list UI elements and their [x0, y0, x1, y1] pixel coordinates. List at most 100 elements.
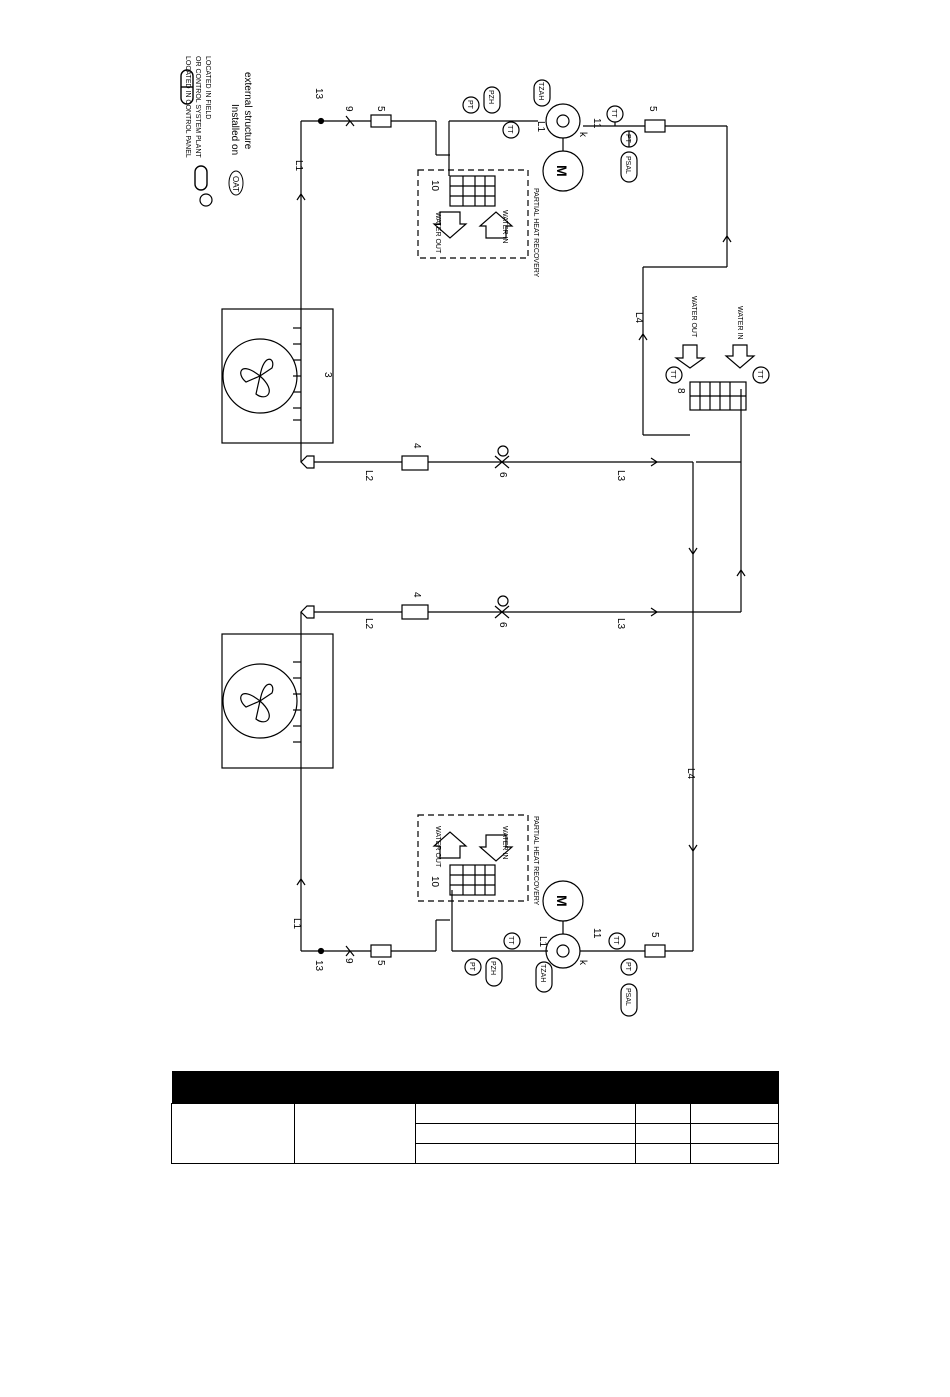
heat-recovery-box-2: [417, 814, 529, 902]
legend-symbol-field: [199, 193, 213, 207]
tag-PT-3: PT: [468, 962, 475, 972]
table-header-cell: [415, 1071, 636, 1104]
table-cell: [171, 1103, 295, 1164]
tag-PSAL-1: PSAL: [624, 156, 631, 174]
table-row: [171, 1103, 779, 1164]
condenser-2: [221, 633, 334, 769]
evaporator-water-in: WATER IN: [736, 306, 743, 339]
legend: LOCATED IN CONTROL PANEL OR CONTROL SYST…: [180, 56, 253, 207]
label-L4-top: L4: [633, 312, 644, 324]
recovery-2-water-out: WATER OUT: [434, 826, 441, 868]
label-9-top: 9: [343, 106, 354, 112]
table-header-cell: [294, 1071, 416, 1104]
label-k-bottom: k: [577, 960, 588, 966]
instrument-tags: PT PZH TZAH TT TT PT PSAL TT TT PT PZH T…: [466, 82, 763, 1006]
label-4-top: 4: [411, 443, 422, 449]
oat-note-1: Installed on: [229, 104, 240, 155]
label-L1-top: L1: [293, 160, 304, 172]
label-L4-bottom: L4: [685, 768, 696, 780]
circuit-2: [221, 462, 746, 1017]
label-5-b: 5: [647, 106, 658, 112]
legend-text-plant: OR CONTROL SYSTEM PLANT: [194, 56, 201, 158]
components-table: [171, 1071, 779, 1164]
label-L1-comp-top: L1: [535, 121, 546, 133]
label-L3-top: L3: [615, 470, 626, 482]
table-cell: [415, 1123, 636, 1144]
condenser-1: [221, 308, 334, 444]
table-cell: [690, 1143, 779, 1164]
table-row: [172, 1143, 779, 1164]
label-4-bottom: 4: [411, 592, 422, 598]
label-L2-bottom: L2: [363, 618, 374, 630]
tag-TZAH-2: TZAH: [539, 964, 546, 982]
label-L1-comp-bottom: L1: [537, 936, 548, 948]
recovery-2-water-in: WATER IN: [501, 826, 508, 859]
recovery-1-water-out: WATER OUT: [434, 212, 441, 254]
label-8: 8: [675, 388, 686, 394]
tag-PZH-1: PZH: [487, 90, 494, 104]
table-cell: [635, 1103, 691, 1124]
legend-text-field: LOCATED IN FIELD: [204, 56, 211, 119]
tag-TT-4: TT: [612, 936, 619, 945]
legend-symbol-plant: [194, 165, 208, 191]
table-header-cell: [690, 1071, 779, 1104]
table-cell: [635, 1123, 691, 1144]
table-cell: [294, 1103, 416, 1164]
label-10-top: 10: [429, 180, 440, 192]
label-k-top: k: [577, 132, 588, 138]
label-L3-bottom: L3: [615, 618, 626, 630]
legend-text-panel: LOCATED IN CONTROL PANEL: [184, 56, 191, 158]
label-9-bottom: 9: [343, 958, 354, 964]
recovery-1-title: PARTIAL HEAT RECOVERY: [532, 188, 539, 278]
label-5-d: 5: [649, 932, 660, 938]
tag-PSAL-2: PSAL: [624, 988, 631, 1006]
label-5-c: 5: [375, 960, 386, 966]
label-11-top: 11: [591, 118, 602, 129]
tag-PT-1: PT: [466, 100, 473, 110]
table-cell: [415, 1103, 636, 1124]
tag-TT-3: TT: [507, 936, 514, 945]
heat-recovery-exchanger-2: [449, 864, 496, 896]
table-cell: [690, 1123, 779, 1144]
tag-TT-1: TT: [506, 125, 513, 134]
tag-PT-2: PT: [624, 134, 631, 144]
label-M-bottom: M: [554, 895, 570, 907]
label-3: 3: [322, 372, 333, 378]
tag-PZH-2: PZH: [489, 961, 496, 975]
tag-TT-2: TT: [610, 109, 617, 118]
tag-TT-evap-out: TT: [669, 370, 676, 379]
recovery-labels: WATER OUT WATER IN PARTIAL HEAT RECOVERY…: [434, 188, 743, 906]
label-13-top: 13: [313, 88, 324, 100]
label-6-top: 6: [497, 472, 508, 478]
table-header-cell: [171, 1071, 295, 1104]
label-L1-bottom: L1: [291, 918, 302, 930]
condenser-fan-2: [222, 663, 298, 739]
labels: L1 L2 L3 L4 L1 L2 L3 L4 L1 L1 3 4 4 5 5 …: [291, 88, 696, 972]
label-L2-top: L2: [363, 470, 374, 482]
table-row: [172, 1123, 779, 1144]
label-5-a: 5: [375, 106, 386, 112]
label-10-bottom: 10: [429, 876, 440, 888]
tag-TT-evap-in: TT: [756, 370, 763, 379]
recovery-2-title: PARTIAL HEAT RECOVERY: [532, 816, 539, 906]
label-6-bottom: 6: [497, 622, 508, 628]
compressor-1: [545, 103, 581, 139]
oat-note-2: external structure: [242, 72, 253, 150]
recovery-1-water-in: WATER IN: [501, 210, 508, 243]
table-cell: [415, 1143, 636, 1164]
oat-symbol: [228, 170, 244, 196]
table-header-cell: [635, 1071, 691, 1104]
compressor-2: [545, 933, 581, 969]
table-cell: [635, 1143, 691, 1164]
label-13-bottom: 13: [313, 960, 324, 972]
table-cell: [690, 1103, 779, 1124]
table-header-row: [171, 1071, 779, 1104]
label-M-top: M: [554, 165, 570, 177]
label-11-bottom: 11: [591, 928, 602, 939]
circuit-1: [221, 79, 770, 471]
evaporator-water-out: WATER OUT: [690, 296, 697, 338]
oat-label: OAT: [231, 176, 240, 192]
tag-TZAH-1: TZAH: [537, 82, 544, 100]
heat-recovery-exchanger-1: [449, 175, 496, 207]
